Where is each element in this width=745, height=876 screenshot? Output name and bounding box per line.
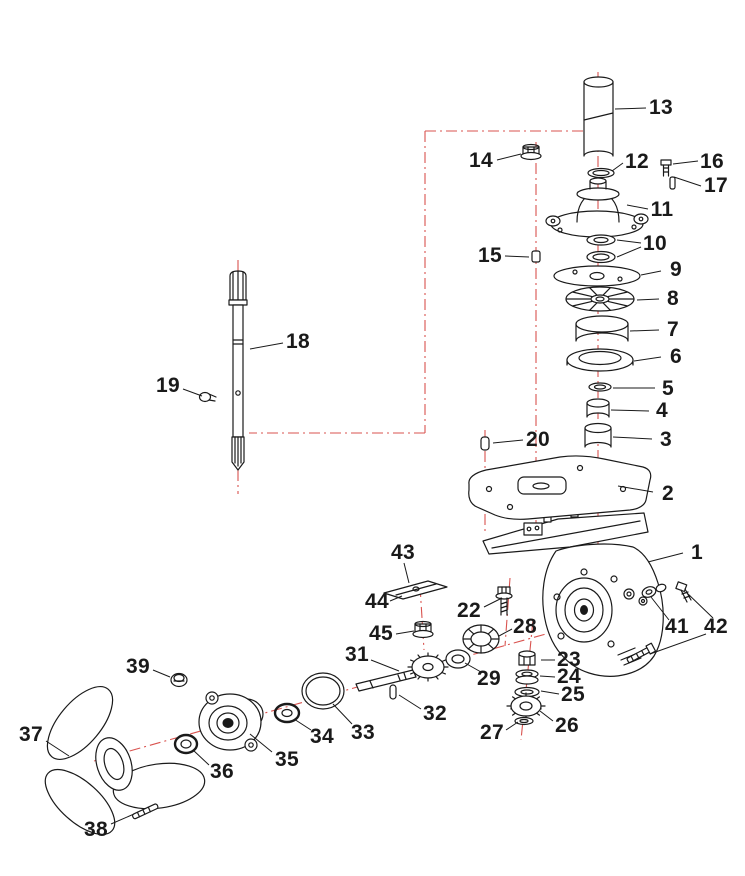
callout-13: 13 bbox=[649, 96, 673, 119]
part-16-screw bbox=[660, 159, 672, 177]
callout-12: 12 bbox=[625, 150, 649, 173]
callout-14: 14 bbox=[469, 149, 493, 172]
callout-20: 20 bbox=[526, 428, 550, 451]
callout-18: 18 bbox=[286, 330, 310, 353]
part-25-washer bbox=[514, 686, 540, 698]
callout-27: 27 bbox=[480, 721, 504, 744]
callout-26: 26 bbox=[555, 714, 579, 737]
callout-42: 42 bbox=[704, 615, 728, 638]
callout-24: 24 bbox=[557, 665, 581, 688]
callout-38: 38 bbox=[84, 818, 108, 841]
part-6-ring bbox=[566, 348, 634, 372]
part-15-pin bbox=[531, 250, 541, 263]
part-29-washer bbox=[445, 649, 471, 669]
part-36-seal bbox=[173, 733, 199, 755]
part-28-bearing bbox=[462, 624, 500, 654]
callout-9: 9 bbox=[670, 258, 682, 281]
part-10-washers bbox=[586, 234, 616, 264]
part-42-bolts bbox=[626, 581, 692, 664]
part-18-driveshaft bbox=[228, 270, 248, 471]
part-11-water-pump-housing bbox=[545, 177, 649, 238]
part-19-screw bbox=[198, 391, 217, 403]
callout-31: 31 bbox=[345, 643, 369, 666]
callout-28: 28 bbox=[513, 615, 537, 638]
callout-35: 35 bbox=[275, 748, 299, 771]
callout-6: 6 bbox=[670, 345, 682, 368]
callout-33: 33 bbox=[351, 721, 375, 744]
callout-25: 25 bbox=[561, 683, 585, 706]
callout-43: 43 bbox=[391, 541, 415, 564]
part-2-gasket bbox=[468, 455, 652, 520]
part-7-pump-cup bbox=[575, 315, 629, 342]
callout-8: 8 bbox=[667, 287, 679, 310]
callout-7: 7 bbox=[667, 318, 679, 341]
part-34-oring bbox=[273, 702, 301, 724]
part-41-washers bbox=[641, 583, 667, 598]
callout-15: 15 bbox=[478, 244, 502, 267]
part-12-washer bbox=[587, 167, 615, 179]
part-1-gearcase-housing bbox=[482, 501, 664, 677]
callout-19: 19 bbox=[156, 374, 180, 397]
callout-32: 32 bbox=[423, 702, 447, 725]
part-38-shear-pin bbox=[132, 803, 159, 820]
part-3-sleeve bbox=[584, 422, 612, 448]
part-32-pin bbox=[389, 684, 397, 700]
callout-17: 17 bbox=[704, 174, 728, 197]
part-35-bearing-carrier bbox=[198, 691, 264, 752]
part-26-gear bbox=[506, 692, 546, 720]
callout-22: 22 bbox=[457, 599, 481, 622]
callout-10: 10 bbox=[643, 232, 667, 255]
callout-34: 34 bbox=[310, 725, 334, 748]
part-43-anode-plate bbox=[383, 580, 448, 600]
callout-2: 2 bbox=[662, 482, 674, 505]
callout-16: 16 bbox=[700, 150, 724, 173]
part-13-drive-tube bbox=[583, 76, 614, 157]
callout-23: 23 bbox=[557, 648, 581, 671]
part-33-retaining-ring bbox=[301, 672, 345, 710]
part-20-pin bbox=[480, 436, 490, 451]
callout-41: 41 bbox=[665, 615, 689, 638]
part-23-nut bbox=[518, 650, 536, 666]
part-45-flange-nut bbox=[412, 620, 434, 639]
callout-1: 1 bbox=[691, 541, 703, 564]
leader-lines bbox=[45, 107, 714, 825]
part-22-bolt bbox=[495, 586, 513, 616]
callout-5: 5 bbox=[662, 377, 674, 400]
callout-4: 4 bbox=[656, 399, 668, 422]
part-24-washers bbox=[515, 669, 539, 685]
part-31-pinion-shaft bbox=[355, 652, 449, 692]
callout-36: 36 bbox=[210, 760, 234, 783]
callout-3: 3 bbox=[660, 428, 672, 451]
part-9-face-plate bbox=[553, 265, 641, 287]
part-5-oring bbox=[588, 382, 612, 392]
part-14-flange-nut bbox=[520, 143, 542, 161]
callout-44: 44 bbox=[365, 590, 389, 613]
callout-45: 45 bbox=[369, 622, 393, 645]
part-37-propeller bbox=[44, 686, 206, 835]
part-4-spacer bbox=[586, 398, 610, 418]
part-27-washer bbox=[514, 716, 534, 726]
callout-11: 11 bbox=[650, 198, 674, 221]
callout-39: 39 bbox=[126, 655, 150, 678]
callout-37: 37 bbox=[19, 723, 43, 746]
part-8-impeller bbox=[565, 286, 635, 312]
callout-29: 29 bbox=[477, 667, 501, 690]
part-39-plug-screw bbox=[170, 672, 188, 688]
part-17-pin bbox=[669, 176, 676, 190]
